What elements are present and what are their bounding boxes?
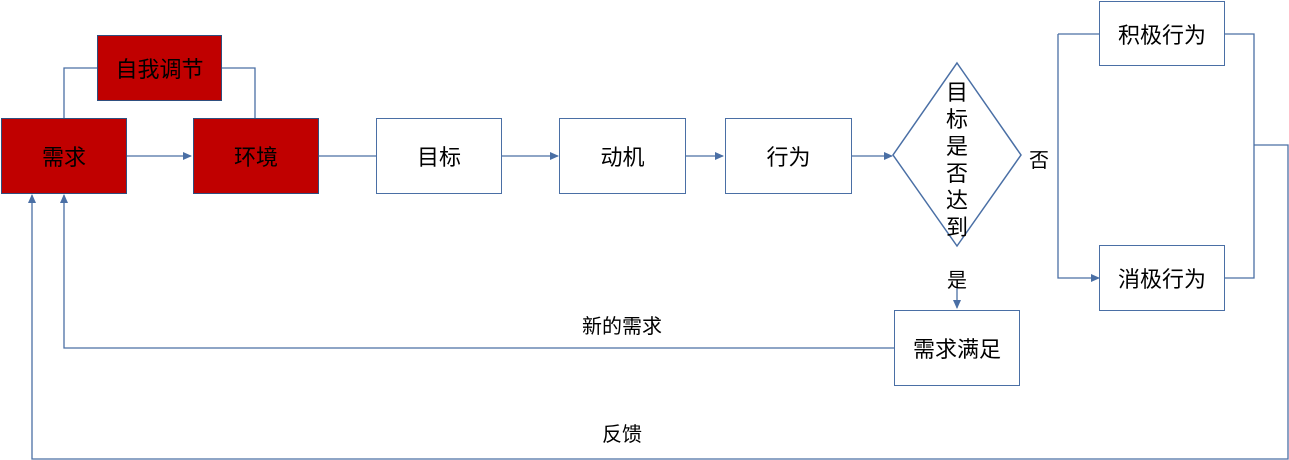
- no-label: 否: [1029, 148, 1049, 172]
- decision-diamond: [892, 61, 1022, 248]
- motivation-box: 动机: [559, 118, 686, 194]
- feedback-arrow: [28, 144, 1289, 460]
- self-regulation-box: 自我调节: [97, 35, 222, 101]
- new-need-label: 新的需求: [582, 314, 662, 338]
- new-need-arrow: [60, 194, 894, 349]
- positive-behavior-merge-connector: [1225, 33, 1255, 279]
- negative-behavior-box: 消极行为: [1099, 245, 1225, 311]
- environment-box: 环境: [193, 118, 319, 194]
- decision-label: 目标是否达到: [945, 81, 968, 241]
- split-to-negative-behavior-arrow: [1057, 34, 1100, 282]
- yes-label: 是: [947, 268, 967, 292]
- goal-box: 目标: [376, 118, 502, 194]
- need-satisfied-box: 需求满足: [894, 310, 1020, 386]
- self-regulation-to-environment-connector: [221, 67, 256, 118]
- behavior-box: 行为: [725, 118, 852, 194]
- positive-behavior-box: 积极行为: [1099, 1, 1225, 66]
- need-to-self-regulation-connector: [63, 67, 97, 118]
- need-box: 需求: [1, 118, 127, 194]
- feedback-label: 反馈: [602, 422, 642, 446]
